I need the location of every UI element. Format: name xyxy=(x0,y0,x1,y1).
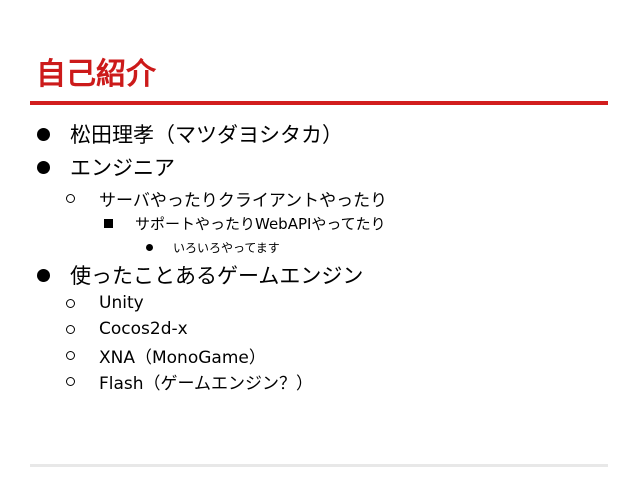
list-item: サーバやったりクライアントやったり xyxy=(66,186,388,211)
list-item-text: いろいろやってます xyxy=(173,240,280,255)
list-item-text: Unity xyxy=(99,293,144,313)
bullet-icon xyxy=(146,243,153,251)
list-item-text: 使ったことあるゲームエンジン xyxy=(70,264,364,288)
list-item-text: サポートやったりWebAPIやってたり xyxy=(135,214,386,233)
bullet-icon xyxy=(66,376,75,386)
list-item-text: サーバやったりクライアントやったり xyxy=(99,190,388,211)
list-item-text: Flash（ゲームエンジン？） xyxy=(99,373,314,394)
bullet-icon xyxy=(37,127,50,141)
slide-title: 自己紹介 xyxy=(36,57,156,92)
bullet-icon xyxy=(37,160,50,174)
bullet-icon xyxy=(66,193,75,203)
list-item: XNA（MonoGame） xyxy=(66,343,266,368)
list-item-text: 松田理孝（マツダヨシタカ） xyxy=(70,123,343,147)
footer-divider xyxy=(30,464,608,467)
list-item-text: Cocos2d-x xyxy=(99,319,188,339)
list-item: 使ったことあるゲームエンジン xyxy=(37,260,363,290)
list-item-text: XNA（MonoGame） xyxy=(99,347,266,368)
list-item: いろいろやってます xyxy=(146,238,280,256)
bullet-icon xyxy=(66,350,75,360)
list-item-text: エンジニア xyxy=(70,156,175,180)
bullet-icon xyxy=(66,324,75,334)
list-item: エンジニア xyxy=(37,152,175,182)
list-item: サポートやったりWebAPIやってたり xyxy=(104,212,386,234)
bullet-icon xyxy=(66,298,75,308)
title-underline xyxy=(30,101,608,105)
list-item: 松田理孝（マツダヨシタカ） xyxy=(37,119,343,149)
list-item: Flash（ゲームエンジン？） xyxy=(66,369,314,394)
bullet-icon xyxy=(104,218,113,228)
bullet-icon xyxy=(37,268,50,282)
list-item: Cocos2d-x xyxy=(66,317,188,341)
list-item: Unity xyxy=(66,291,144,315)
